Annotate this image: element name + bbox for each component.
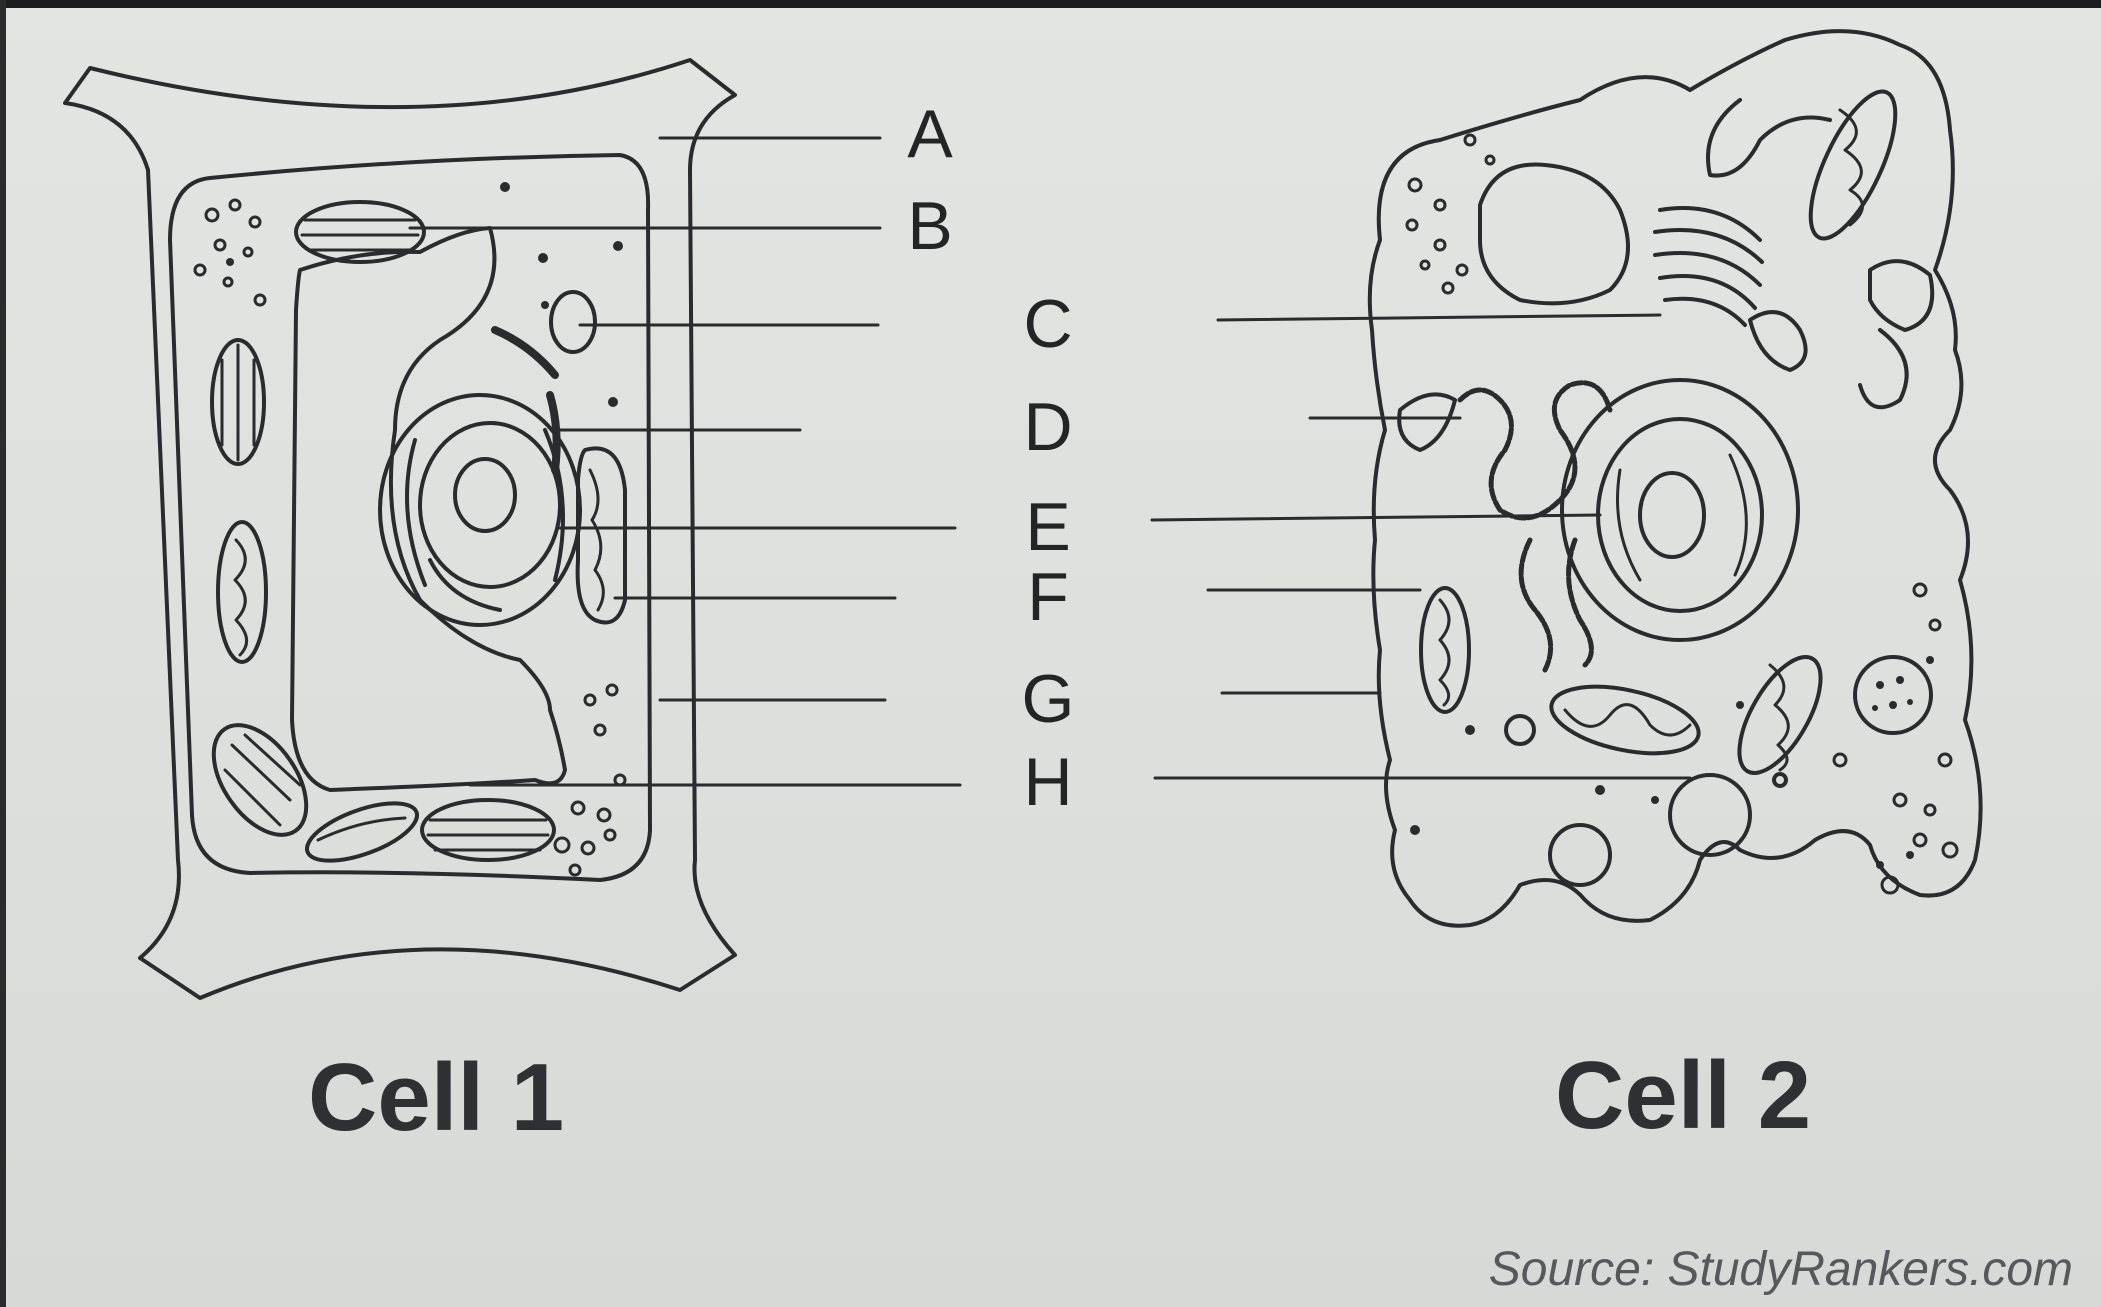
label-c: C <box>1023 286 1073 362</box>
cell-1-cell-wall <box>63 58 737 1000</box>
leader-lines <box>408 136 1692 787</box>
cell-1-mitochondrion <box>575 446 627 625</box>
cell-1-nucleus-outer <box>378 393 582 627</box>
cell-2-rough-er <box>1457 380 1613 521</box>
cell-2-golgi <box>1653 206 1764 327</box>
label-d: D <box>1023 389 1073 465</box>
cell-1-nucleus <box>418 421 562 589</box>
cell-2-nucleus <box>1596 417 1764 613</box>
cell-1-vacuole <box>290 226 567 792</box>
cell-2-nucleus-envelope <box>1560 378 1800 642</box>
cell-1-drawing <box>63 58 737 1000</box>
label-f: F <box>1027 559 1069 635</box>
cell-2-cell-membrane <box>1367 29 1983 928</box>
caption-cell-1: Cell 1 <box>308 1044 565 1151</box>
label-e: E <box>1025 489 1071 565</box>
source-credit: Source: StudyRankers.com <box>1488 1243 2073 1296</box>
cell-2-lysosome <box>1853 655 1933 735</box>
cell-2-nucleolus <box>1638 471 1706 559</box>
leader-line-c-right <box>1216 313 1662 322</box>
screen-edge-left <box>0 0 6 1307</box>
caption-cell-2: Cell 2 <box>1555 1042 1812 1149</box>
cell-2-granules <box>1405 133 1959 895</box>
label-a: A <box>907 96 953 172</box>
cell-1-nucleolus <box>453 457 517 533</box>
label-h: H <box>1023 744 1073 820</box>
cell-1-cell-membrane <box>168 153 652 882</box>
label-b: B <box>907 188 953 264</box>
screen-edge-top <box>0 0 2101 8</box>
label-g: G <box>1021 661 1075 737</box>
cell-2-drawing <box>1367 29 1983 928</box>
leader-line-e-right <box>1150 513 1602 522</box>
cell-2-vesicles <box>1504 714 1788 887</box>
cell-1-chloroplasts <box>210 200 556 863</box>
cell-2-mitochondria <box>1419 89 1898 776</box>
cell-1-vesicle <box>549 290 597 354</box>
cell-1-granules <box>193 198 627 877</box>
cell-2-vacuole <box>1478 162 1630 306</box>
